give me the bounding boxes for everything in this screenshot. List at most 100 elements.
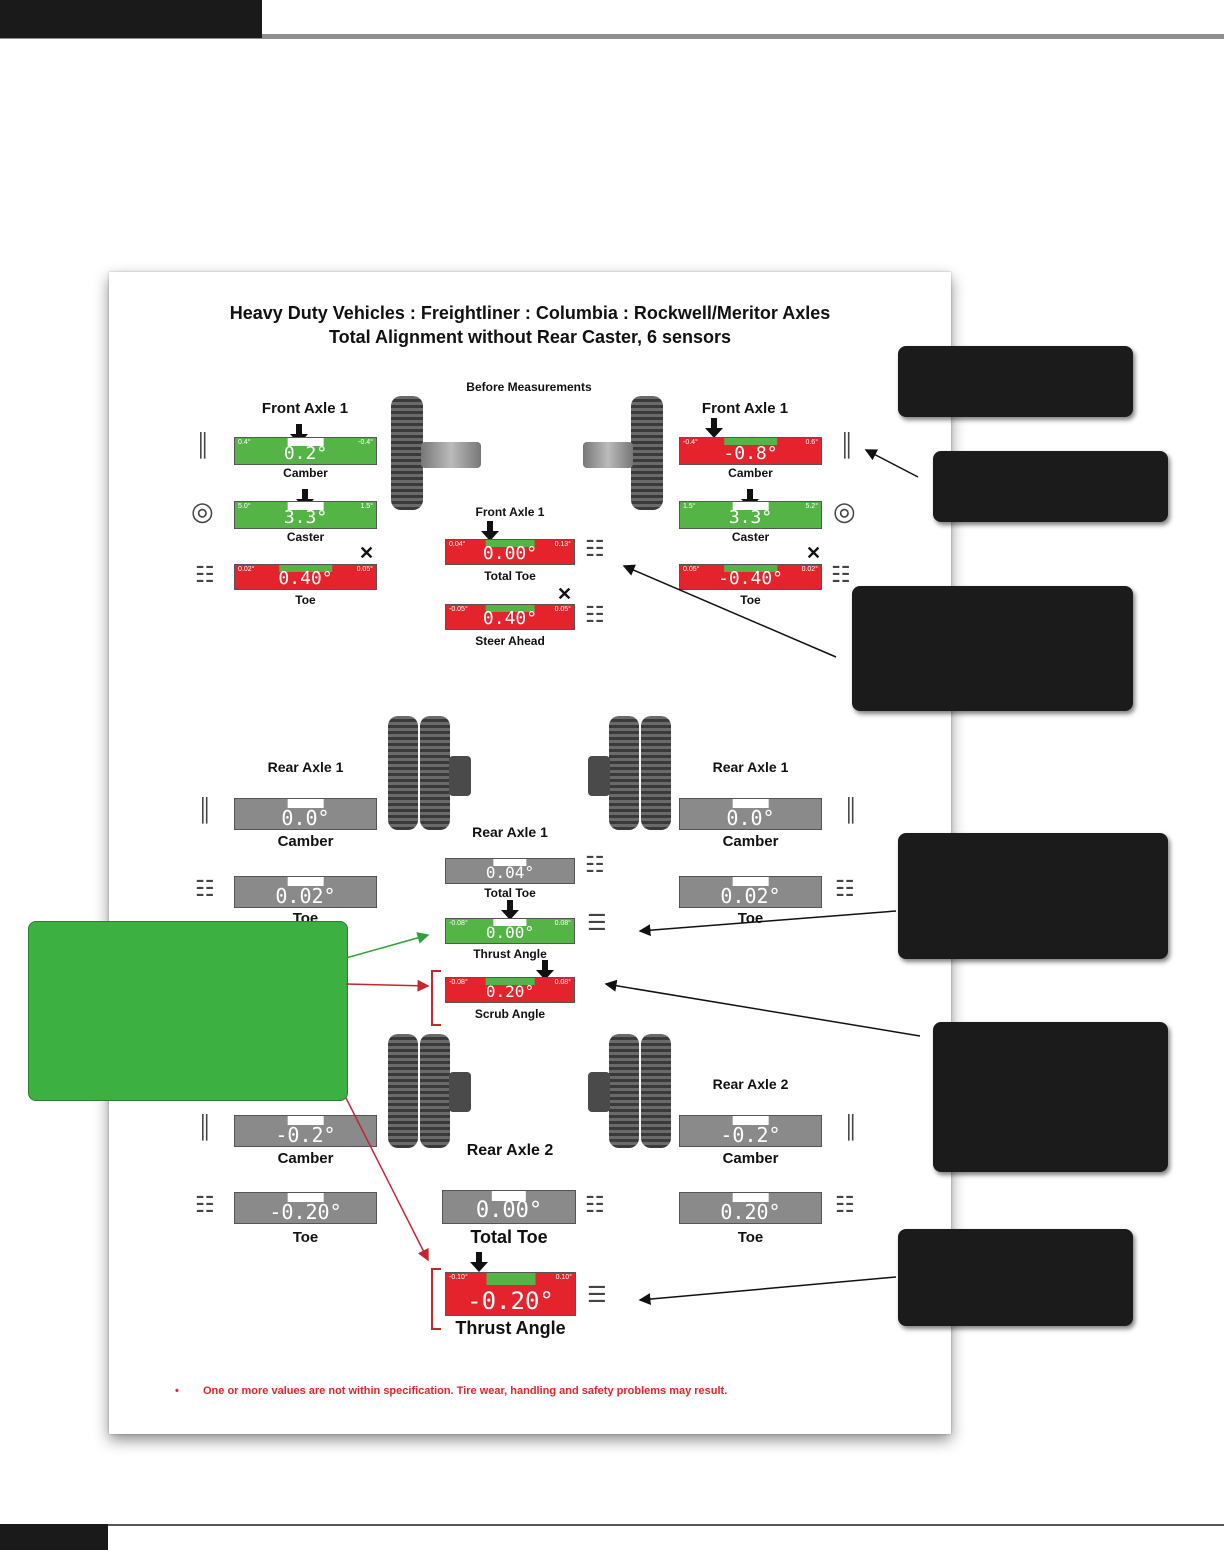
- pointer-arrow-icon: [705, 418, 723, 438]
- rear2-right-camber-gauge: -0.2°: [679, 1115, 822, 1147]
- vehicle-toe-icon: ☷: [195, 876, 215, 901]
- pointer-arrow-icon: [536, 960, 554, 980]
- rear2-right-tire: [641, 1034, 671, 1148]
- gauge-max: 0.05°: [356, 566, 373, 573]
- rear2-left-hub: [449, 1072, 471, 1112]
- wheel-camber-icon: ║: [843, 797, 859, 822]
- gauge-notch: [723, 438, 778, 446]
- wheel-camber-icon: ║: [195, 432, 211, 457]
- rear2-left-camber-gauge: -0.2°: [234, 1115, 377, 1147]
- rear2-left-tire: [388, 1034, 418, 1148]
- footer-rule: [108, 1524, 1224, 1526]
- gauge-label: Thrust Angle: [473, 947, 547, 961]
- rear1-left-hub: [449, 756, 471, 796]
- vehicle-toe-icon: ☷: [585, 602, 605, 627]
- gauge-value: 0.2°: [283, 443, 328, 464]
- gauge-min: -0.10°: [449, 1274, 468, 1281]
- rear2-left-tire: [420, 1034, 450, 1148]
- close-x-icon: ✕: [359, 543, 375, 563]
- front-right-caster-gauge: 1.5° 5.2° 3.3°: [679, 501, 822, 529]
- rear1-right-camber-gauge: 0.0°: [679, 798, 822, 830]
- rear2-right-tire: [609, 1034, 639, 1148]
- vehicle-toe-icon: ☷: [585, 852, 605, 877]
- thrust-angle-icon: ☰: [587, 1282, 607, 1307]
- gauge-max: 0.08°: [554, 920, 571, 927]
- arrow-line: [345, 979, 430, 992]
- gauge-min: -0.05°: [449, 606, 468, 613]
- gauge-notch: [287, 502, 324, 510]
- gauge-notch: [732, 502, 769, 510]
- footer-tab: [0, 1524, 108, 1550]
- front-left-tire: [391, 396, 423, 510]
- gauge-label: Toe: [295, 593, 316, 607]
- thrust-angle-icon: ☰: [587, 910, 607, 935]
- wheel-camber-icon: ║: [843, 1114, 859, 1139]
- rear2-left-toe-gauge: -0.20°: [234, 1192, 377, 1224]
- callout-box: [898, 1229, 1133, 1326]
- gauge-min: 0.04°: [449, 541, 466, 548]
- callout-box: [933, 451, 1168, 522]
- gauge-max: 0.6°: [805, 439, 818, 446]
- printout-subtitle: Total Alignment without Rear Caster, 6 s…: [328, 327, 732, 347]
- gauge-label: Camber: [722, 1150, 779, 1167]
- header-rule: [0, 34, 1224, 39]
- gauge-value: 0.00°: [475, 1198, 543, 1223]
- gauge-value: 0.00°: [482, 543, 538, 564]
- vehicle-toe-icon: ☷: [195, 562, 215, 587]
- gauge-notch: [732, 799, 769, 808]
- rear1-left-toe-gauge: 0.02°: [234, 876, 377, 908]
- callout-box: [852, 586, 1133, 711]
- front-left-spindle: [421, 442, 481, 468]
- gauge-value: -0.2°: [275, 1123, 336, 1147]
- close-x-icon: ✕: [806, 543, 822, 563]
- rear1-total-toe-gauge: 0.04°: [445, 858, 575, 884]
- gauge-max: 5.2°: [805, 503, 818, 510]
- arrow-line: [345, 932, 430, 959]
- gauge-min: 5.0°: [238, 503, 251, 510]
- gauge-label: Caster: [286, 530, 325, 544]
- gauge-notch: [287, 799, 324, 808]
- front-center-heading: Front Axle 1: [475, 505, 545, 519]
- gauge-value: 0.02°: [720, 884, 781, 908]
- gauge-min: 1.5°: [683, 503, 696, 510]
- callout-box: [933, 1022, 1168, 1172]
- front-right-camber-gauge: -0.4° 0.6° -0.8°: [679, 437, 822, 465]
- gauge-notch: [491, 1191, 527, 1201]
- header-tab: [0, 0, 262, 38]
- rear1-right-toe-gauge: 0.02°: [679, 876, 822, 908]
- gauge-max: 0.13°: [554, 541, 571, 548]
- front-total-toe-gauge: 0.04° 0.13° 0.00°: [445, 539, 575, 565]
- gauge-min: 0.05°: [683, 566, 700, 573]
- rear2-thrust-gauge: -0.10° 0.10° -0.20°: [445, 1272, 576, 1316]
- gauge-notch: [732, 1116, 769, 1125]
- gauge-notch: [493, 859, 527, 867]
- rear2-right-toe-gauge: 0.20°: [679, 1192, 822, 1224]
- arrow-line: [638, 1276, 897, 1306]
- gauge-notch: [287, 438, 324, 446]
- gauge-max: 0.10°: [555, 1274, 572, 1281]
- gauge-notch: [287, 1193, 324, 1202]
- gauge-max: 0.08°: [554, 979, 571, 986]
- callout-box: [898, 346, 1133, 417]
- printout-title: Heavy Duty Vehicles : Freightliner : Col…: [229, 303, 831, 323]
- gauge-min: -0.08°: [449, 979, 468, 986]
- pointer-arrow-icon: [470, 1252, 488, 1272]
- thrust-bracket: [431, 1268, 441, 1330]
- gauge-value: -0.20°: [269, 1200, 342, 1224]
- scrub-angle-gauge: -0.08° 0.08° 0.20°: [445, 977, 575, 1003]
- gauge-min: 0.02°: [238, 566, 255, 573]
- gauge-value: -0.2°: [720, 1123, 781, 1147]
- rear1-center-heading: Rear Axle 1: [472, 824, 548, 840]
- gauge-value: 0.00°: [485, 923, 535, 942]
- vehicle-toe-icon: ☷: [195, 1192, 215, 1217]
- vehicle-toe-icon: ☷: [835, 1192, 855, 1217]
- gauge-label: Camber: [722, 833, 779, 850]
- front-right-heading: Front Axle 1: [701, 400, 789, 417]
- rear1-right-hub: [588, 756, 610, 796]
- arrow-line: [604, 979, 921, 1037]
- gauge-label: Total Toe: [484, 886, 536, 900]
- vehicle-toe-icon: ☷: [831, 562, 851, 587]
- gauge-label: Toe: [737, 1229, 764, 1246]
- rear1-thrust-gauge: -0.08° 0.08° 0.00°: [445, 918, 575, 944]
- gauge-label: Camber: [277, 1150, 334, 1167]
